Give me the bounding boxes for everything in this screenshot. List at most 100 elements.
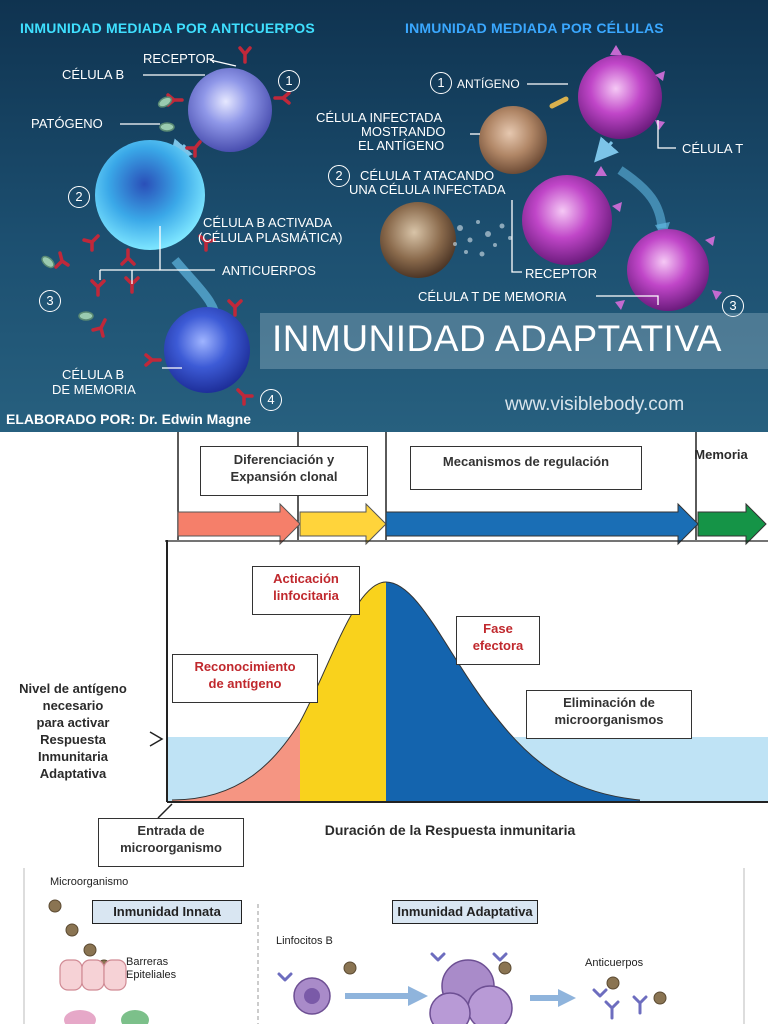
phase-box-mecanismos: Mecanismos de regulación [410,446,642,490]
phase-arrow-reconocimiento [177,502,301,546]
process-arrow-head [408,986,428,1006]
label-barreras-line1: Barreras [126,956,169,968]
label-antigeno: ANTÍGENO [457,77,520,91]
epithelial-barrier [59,959,127,991]
label-receptor: RECEPTOR [143,51,215,66]
heading-antibody-immunity: INMUNIDAD MEDIADA POR ANTICUERPOS [20,20,315,36]
label-activacion-box: Acticación linfocitaria [252,566,360,615]
label-celula-t: CÉLULA T [682,141,744,156]
label-linfocitos-b: Linfocitos B [276,935,333,947]
label-fase-line2: efectora [472,638,524,653]
label-activacion-line1: Acticación [273,571,339,586]
phase-box-diferenciacion: Diferenciación y Expansión clonal [200,446,368,496]
banner-title: INMUNIDAD ADAPTATIVA [272,318,722,359]
label-attacking-2: UNA CÉLULA INFECTADA [349,182,506,197]
label-entrada-box: Entrada de microorganismo [98,818,244,867]
threshold-label-line3: para activar [36,715,110,730]
label-anticuerpos-bottom: Anticuerpos [585,957,644,969]
label-celula-b: CÉLULA B [62,67,125,82]
threshold-label: Nivel de antígeno necesario para activar… [0,680,146,782]
label-reconocimiento-line1: Reconocimiento [194,659,296,674]
x-axis-label: Duración de la Respuesta inmunitaria [324,822,576,838]
threshold-pointer [149,731,164,747]
heading-cell-immunity: INMUNIDAD MEDIADA POR CÉLULAS [405,20,664,36]
curve-segment-activacion [300,582,386,801]
label-eliminacion-line2: microorganismos [554,712,664,727]
infected-cell [479,106,547,174]
threshold-label-line5: Inmunitaria [37,749,109,764]
label-anticuerpos: ANTICUERPOS [222,263,316,278]
label-inmunidad-adaptativa: Inmunidad Adaptativa [392,900,538,924]
label-barreras-line2: Epiteliales [126,969,177,981]
cell-fragments [453,220,512,257]
label-patogeno: PATÓGENO [31,116,103,131]
b-lymphocyte-nucleus [304,988,320,1004]
label-memory-t: CÉLULA T DE MEMORIA [418,289,567,304]
label-microorganismo: Microorganismo [50,876,129,888]
label-activated-b-1: CÉLULA B ACTIVADA [203,215,333,230]
b-cell [188,68,272,152]
curve-segment-efectora [386,582,640,801]
process-arrow-head [558,989,576,1007]
phase-arrow-efectora [385,502,699,546]
label-activacion-line2: linfocitaria [273,588,339,603]
pathogen-icons [41,96,175,321]
curve-outline [171,581,641,801]
leader-lines [99,59,676,369]
label-fase-efectora-box: Fase efectora [456,616,540,665]
phase-label-memoria: Memoria [694,447,748,462]
label-reconocimiento-box: Reconocimiento de antígeno [172,654,318,703]
attacking-t-cell [522,175,612,265]
label-receptor-right: RECEPTOR [525,266,597,281]
top-panel: INMUNIDAD MEDIADA POR ANTICUERPOS INMUNI… [0,0,768,432]
label-reconocimiento-line2: de antígeno [208,676,282,691]
curved-arrow [617,166,667,229]
innate-cell [121,1010,149,1024]
curve-segment-reconocimiento [172,722,300,801]
memory-t-cell [627,229,709,311]
label-activated-b-2: (CÉLULA PLASMÁTICA) [198,230,343,245]
antigen-icon [549,96,569,109]
threshold-label-line2: necesario [42,698,104,713]
label-infected-2: MOSTRANDO [361,124,446,139]
step-number-3: 3 [39,290,61,312]
step-number-2: 2 [68,186,90,208]
title-banner [260,313,768,369]
phase-arrow-memoria [697,502,767,546]
antibody-icons [277,952,648,1020]
middle-panel: Diferenciación y Expansión clonal Mecani… [0,432,768,868]
immune-response-curve [149,432,768,819]
dying-infected-cell [380,202,456,278]
label-attacking-1: CÉLULA T ATACANDO [360,168,495,183]
plasma-cell [467,985,513,1024]
antibody-icons [54,46,291,406]
label-memory-b-2: DE MEMORIA [52,382,136,397]
step-number-4: 4 [260,389,282,411]
label-eliminacion-box: Eliminación de microorganismos [526,690,692,739]
memory-b-cell [164,307,250,393]
step-number-right-2: 2 [328,165,350,187]
website-credit: www.visiblebody.com [505,394,685,415]
innate-cell [64,1010,96,1024]
step-number-right-3: 3 [722,295,744,317]
t-cell [578,55,662,139]
threshold-label-line6: Adaptativa [39,766,107,781]
activated-b-cell [95,140,205,250]
plasma-cell [429,992,471,1024]
step-number-right-1: 1 [430,72,452,94]
label-memory-b-1: CÉLULA B [62,367,125,382]
bottom-panel: Microorganismo Inmunidad Innata Barreras… [0,868,768,1024]
top-illustration [41,45,722,406]
small-arrow [594,136,619,163]
entry-pointer [157,803,173,819]
label-inmunidad-innata: Inmunidad Innata [92,900,242,924]
phase-box-diferenciacion-line1: Diferenciación y [233,452,335,467]
label-entrada-line1: Entrada de [137,823,205,838]
label-eliminacion-line1: Eliminación de [563,695,655,710]
step-number-1: 1 [278,70,300,92]
phase-arrow-activacion [299,502,387,546]
label-barreras: Barreras Epiteliales [126,956,176,982]
threshold-label-line4: Respuesta [40,732,106,747]
label-infected-1: CÉLULA INFECTADA [316,110,443,125]
label-entrada-line2: microorganismo [120,840,222,855]
